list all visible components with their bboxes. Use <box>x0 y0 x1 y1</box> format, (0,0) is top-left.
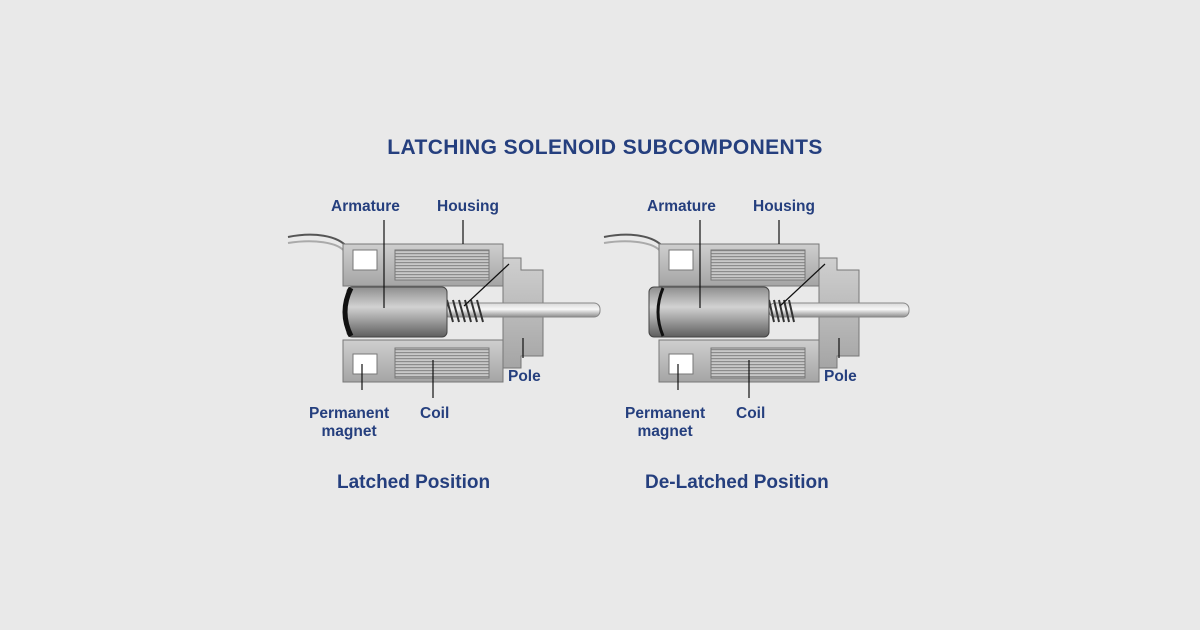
label-pole: Pole <box>824 368 857 385</box>
solenoid-cutaway-delatched <box>603 220 910 398</box>
lead-wire <box>603 240 662 253</box>
solenoid-cutaway-latched <box>287 220 601 398</box>
permanent-magnet-ring <box>656 287 665 337</box>
label-housing: Housing <box>753 198 815 215</box>
label-armature: Armature <box>647 198 716 215</box>
housing-top-notch <box>352 249 378 271</box>
housing-bottom-notch <box>352 353 378 375</box>
label-coil: Coil <box>420 405 450 422</box>
label-armature: Armature <box>331 198 400 215</box>
caption-delatched-position: De-Latched Position <box>645 472 829 493</box>
label-coil: Coil <box>736 405 766 422</box>
coil-winding-top <box>710 249 806 281</box>
armature <box>346 286 448 338</box>
solenoid-diagram-latched: Armature Housing Pole Permanent magnet C… <box>283 190 623 450</box>
leader-lines <box>361 220 524 398</box>
diagram-title: LATCHING SOLENOID SUBCOMPONENTS <box>387 136 823 159</box>
housing-bottom-notch <box>668 353 694 375</box>
housing-top-notch <box>668 249 694 271</box>
label-permanent-magnet: Permanent magnet <box>625 405 706 440</box>
caption-latched-position: Latched Position <box>337 472 491 493</box>
return-spring <box>768 299 795 323</box>
label-housing: Housing <box>437 198 499 215</box>
return-spring <box>446 299 484 323</box>
leader-lines <box>677 220 840 398</box>
permanent-magnet-ring <box>342 286 354 338</box>
coil-winding-bottom <box>710 347 806 379</box>
solenoid-diagram-delatched: Armature Housing Pole Permanent magnet C… <box>599 190 939 450</box>
armature <box>648 286 770 338</box>
label-pole: Pole <box>508 368 541 385</box>
label-permanent-magnet: Permanent magnet <box>309 405 390 440</box>
lead-wire <box>287 240 346 253</box>
coil-winding-top <box>394 249 490 281</box>
coil-winding-bottom <box>394 347 490 379</box>
